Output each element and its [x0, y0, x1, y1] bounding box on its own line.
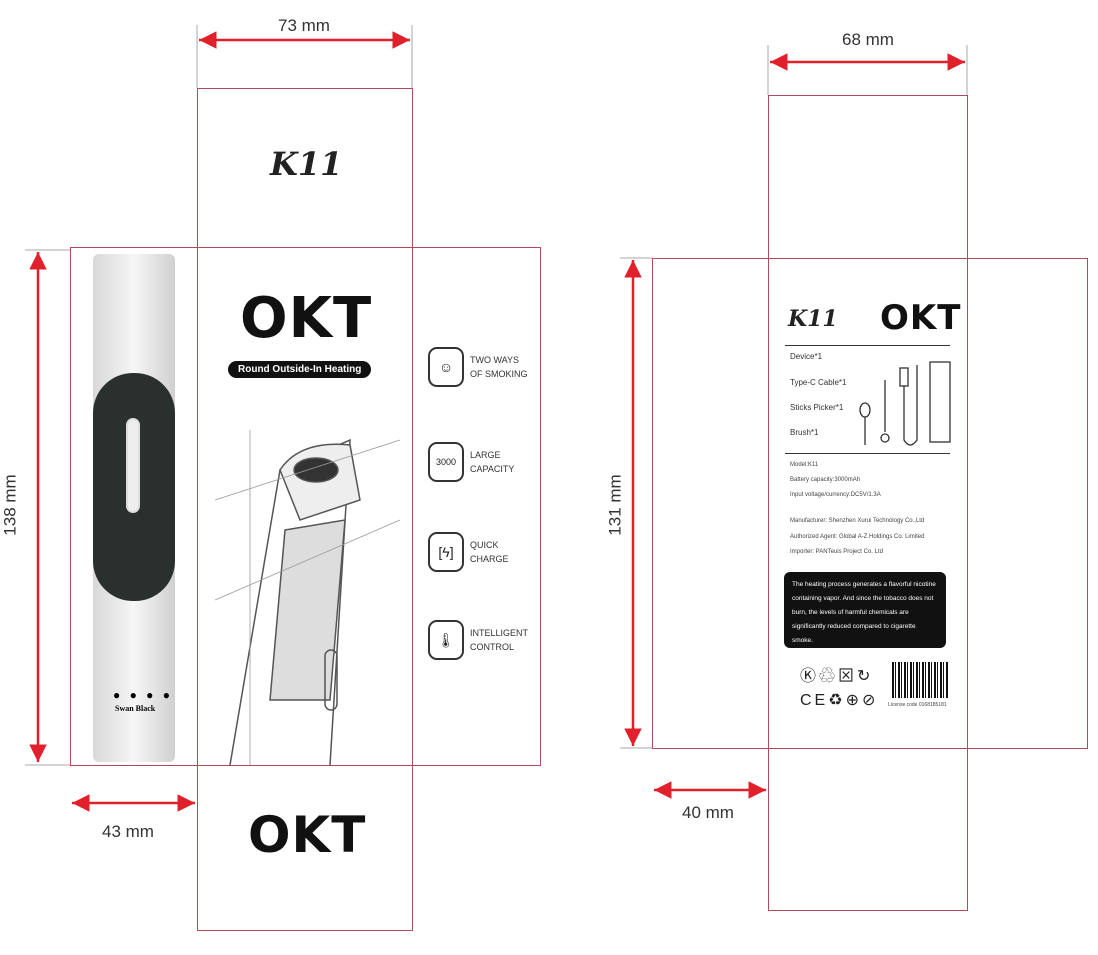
- k11-logo-back: K11: [788, 306, 838, 332]
- k11-logo: K11: [270, 145, 343, 183]
- feature-two-ways: ☺ TWO WAYS OF SMOKING: [428, 347, 540, 387]
- contents-item: Sticks Picker*1: [790, 403, 844, 412]
- right-right-side-panel: [967, 258, 1088, 749]
- feature-capacity: 3000 LARGE CAPACITY: [428, 442, 540, 482]
- left-depth-label: 43 mm: [102, 822, 154, 841]
- feature-line: CONTROL: [470, 642, 515, 652]
- color-dots: ● ● ● ●: [113, 688, 173, 702]
- feature-line: TWO WAYS: [470, 355, 519, 365]
- okt-logo-bottom: OKT: [248, 806, 367, 864]
- left-top-flap: K11: [197, 88, 413, 248]
- left-width-label: 73 mm: [278, 16, 330, 35]
- spec-line: Input voltage/currency:DC5V/1.3A: [790, 492, 881, 498]
- feature-line: LARGE: [470, 450, 501, 460]
- right-depth-label: 40 mm: [682, 803, 734, 822]
- right-bottom-flap: [768, 748, 968, 911]
- certification-icons: Ⓚ♲⊠↻CE♻⊕⊘: [800, 668, 879, 709]
- feature-control: 🌡 INTELLIGENT CONTROL: [428, 620, 540, 660]
- tagline: Round Outside-In Heating: [228, 361, 372, 378]
- left-height-label: 138 mm: [0, 474, 20, 536]
- contents-item: Type-C Cable*1: [790, 378, 847, 387]
- divider: [785, 453, 950, 454]
- thermometer-icon: 🌡: [428, 620, 464, 660]
- feature-line: INTELLIGENT: [470, 628, 529, 638]
- barcode-caption: License code 0168185181: [888, 702, 947, 708]
- right-left-side-panel: [652, 258, 769, 749]
- left-right-side-panel: [412, 247, 541, 766]
- feature-line: QUICK: [470, 540, 499, 550]
- divider: [785, 345, 950, 346]
- okt-logo: OKT: [240, 286, 373, 351]
- okt-logo-back: OKT: [880, 298, 962, 338]
- right-height-label: 131 mm: [605, 474, 625, 536]
- device-sketch: [214, 430, 401, 766]
- left-front-panel: OKT Round Outside-In Heating: [197, 247, 413, 766]
- feature-line: CAPACITY: [470, 464, 515, 474]
- warning-box: The heating process generates a flavorfu…: [784, 572, 946, 648]
- feature-line: OF SMOKING: [470, 369, 528, 379]
- left-side-panel: ● ● ● ● Swan Black: [70, 247, 198, 766]
- company-line: Authorized Agent: Global A-Z Holdings Co…: [790, 534, 925, 540]
- spec-line: Model:K11: [790, 462, 819, 468]
- contents-item: Device*1: [790, 352, 823, 361]
- right-top-flap: [768, 95, 968, 259]
- contents-item: Brush*1: [790, 428, 819, 437]
- barcode: [892, 662, 948, 698]
- device-button: [126, 418, 140, 513]
- battery-capacity-icon: 3000: [428, 442, 464, 482]
- contents-illustration: [859, 361, 951, 446]
- color-name: Swan Black: [115, 704, 156, 713]
- company-line: Importer: PANTeuis Project Co. Ltd: [790, 549, 883, 555]
- spec-line: Battery capacity:3000mAh: [790, 477, 861, 483]
- left-bottom-flap: OKT: [197, 765, 413, 931]
- company-line: Manufacturer: Shenzhen Xurui Technology …: [790, 518, 925, 524]
- lightning-charge-icon: [ϟ]: [428, 532, 464, 572]
- feature-line: CHARGE: [470, 554, 509, 564]
- face-smoke-icon: ☺: [428, 347, 464, 387]
- feature-charge: [ϟ] QUICK CHARGE: [428, 532, 540, 572]
- right-width-label: 68 mm: [842, 30, 894, 49]
